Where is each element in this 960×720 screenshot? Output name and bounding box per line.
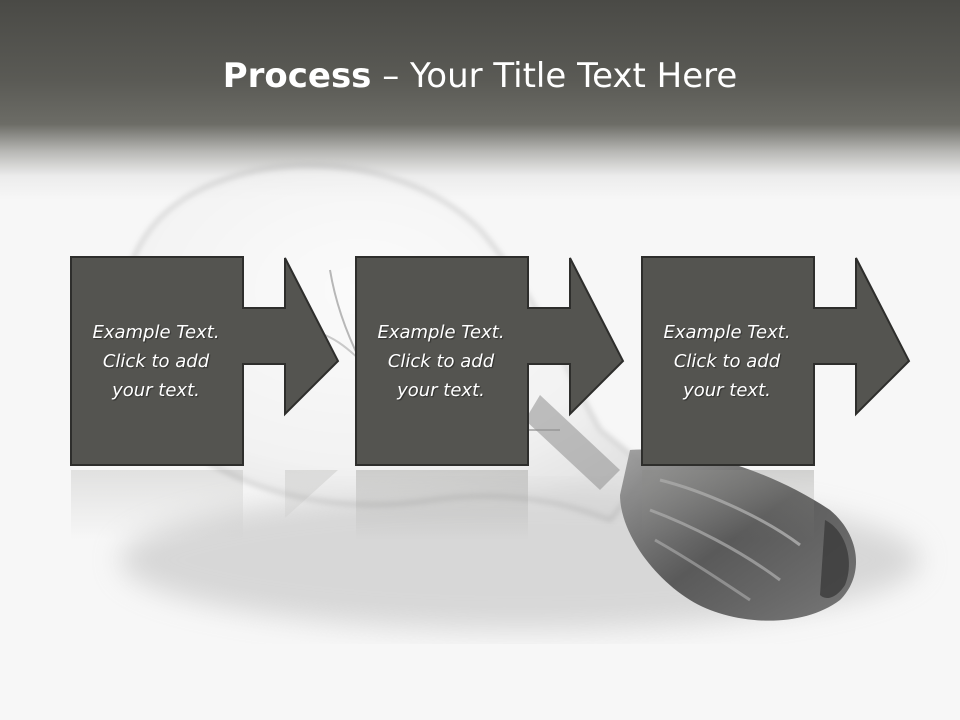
title-rest: – Your Title Text Here [371, 56, 738, 96]
process-step-1[interactable]: Example Text. Click to add your text. [70, 256, 346, 468]
box-arrow-shape [70, 256, 340, 466]
slide-title[interactable]: Process – Your Title Text Here [0, 54, 960, 98]
process-step-3[interactable]: Example Text. Click to add your text. [641, 256, 917, 468]
step-line: Example Text. [377, 321, 505, 343]
step-line: Click to add [102, 350, 210, 372]
step-line: your text. [112, 379, 200, 401]
step-text[interactable]: Example Text. Click to add your text. [70, 256, 242, 466]
step-3-reflection [642, 470, 814, 540]
step-2-reflection [356, 470, 528, 540]
box-arrow-shape [355, 256, 625, 466]
process-step-2[interactable]: Example Text. Click to add your text. [355, 256, 631, 468]
step-text[interactable]: Example Text. Click to add your text. [641, 256, 813, 466]
title-banner [0, 0, 960, 200]
step-line: your text. [397, 379, 485, 401]
step-1-reflection [71, 470, 338, 540]
title-bold: Process [222, 56, 372, 96]
step-text[interactable]: Example Text. Click to add your text. [355, 256, 527, 466]
step-line: Click to add [387, 350, 495, 372]
step-line: Click to add [673, 350, 781, 372]
step-line: Example Text. [92, 321, 220, 343]
step-line: your text. [683, 379, 771, 401]
step-line: Example Text. [663, 321, 791, 343]
box-arrow-shape [641, 256, 911, 466]
